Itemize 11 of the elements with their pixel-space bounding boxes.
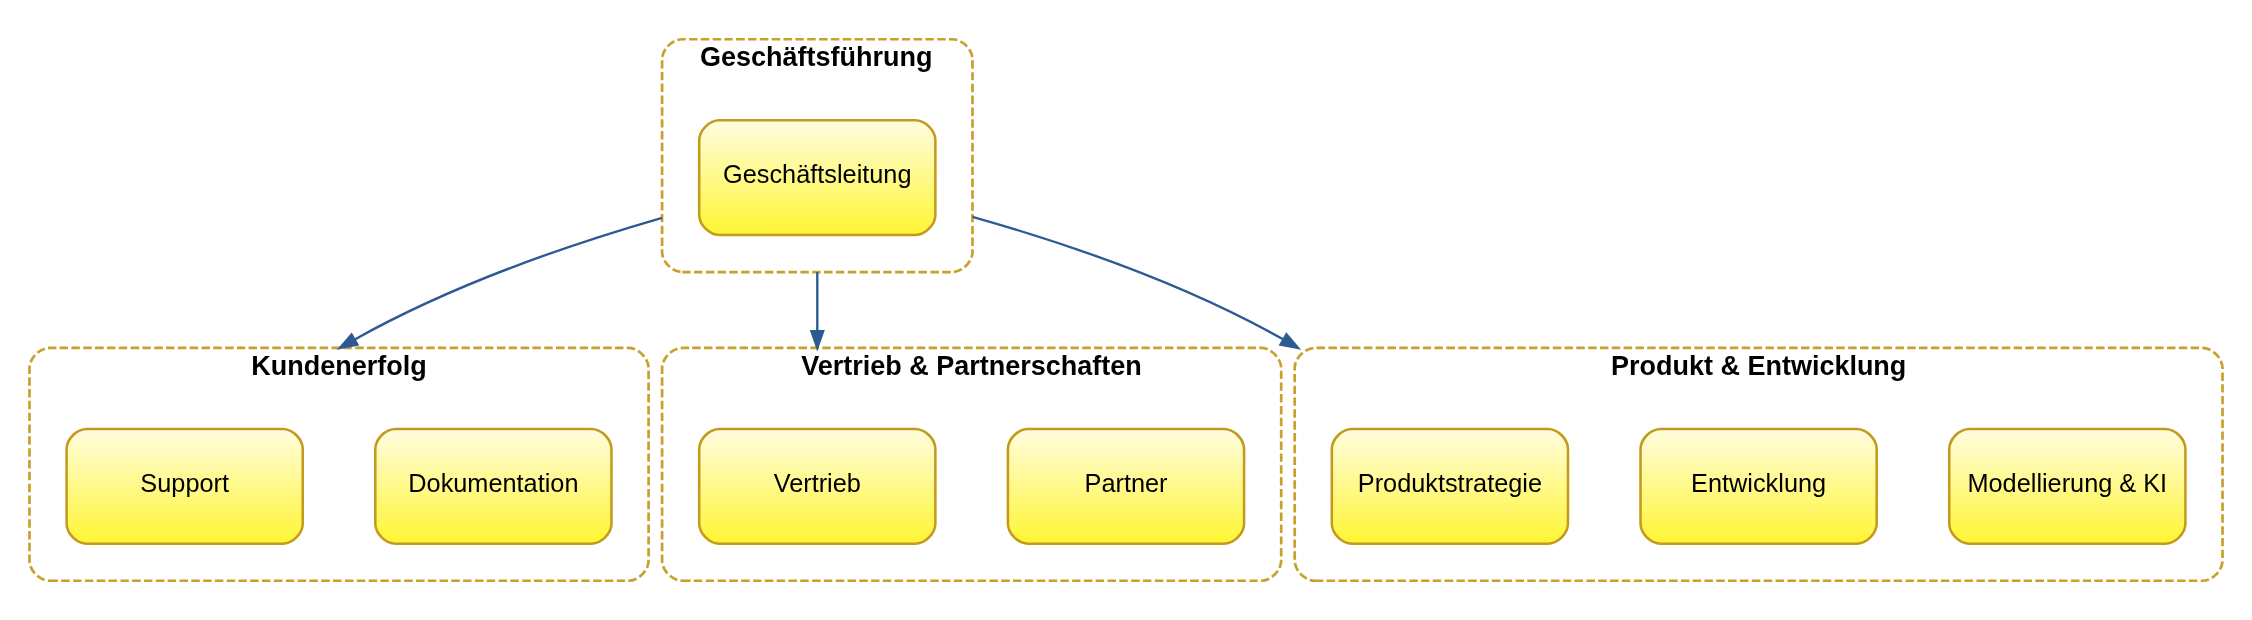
arrow bbox=[972, 215, 1302, 350]
node-box: Produktstrategie bbox=[1330, 427, 1570, 545]
arrow bbox=[336, 216, 663, 350]
node-box: Entwicklung bbox=[1639, 427, 1878, 545]
node-box: Geschäftsleitung bbox=[697, 118, 937, 237]
node-box: Partner bbox=[1006, 427, 1246, 545]
arrow bbox=[809, 272, 825, 352]
node-box: Support bbox=[65, 427, 305, 545]
node-box: Modellierung & KI bbox=[1947, 427, 2187, 545]
node-box: Vertrieb bbox=[697, 427, 937, 545]
node-box: Dokumentation bbox=[374, 427, 613, 545]
